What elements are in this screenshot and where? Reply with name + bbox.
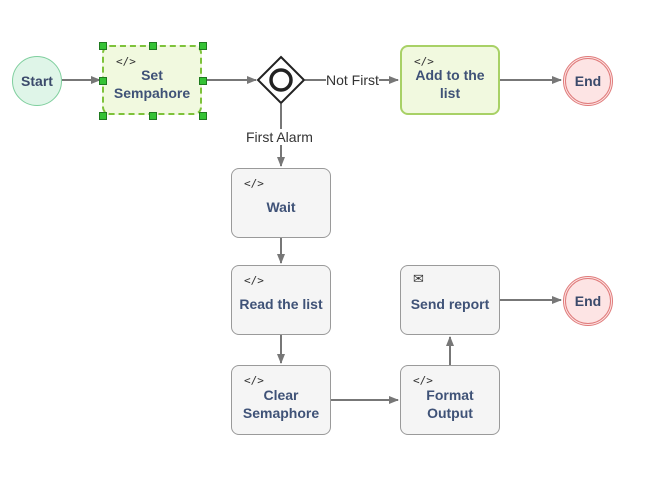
- task-set-semaphore[interactable]: </> Set Sempahore: [102, 45, 202, 115]
- task-read-list[interactable]: </> Read the list: [231, 265, 331, 335]
- script-icon: </>: [414, 55, 434, 68]
- resize-handle-top[interactable]: [149, 42, 157, 50]
- resize-handle-bottom-right[interactable]: [199, 112, 207, 120]
- resize-handle-left[interactable]: [99, 77, 107, 85]
- start-event[interactable]: Start: [12, 56, 62, 106]
- task-wait-label: Wait: [266, 199, 296, 215]
- resize-handle-top-left[interactable]: [99, 42, 107, 50]
- edge-label-not-first: Not First: [326, 72, 379, 88]
- script-icon: </>: [244, 274, 264, 287]
- script-icon: </>: [116, 55, 136, 68]
- task-format-output[interactable]: </> Format Output: [400, 365, 500, 435]
- task-add-to-list[interactable]: </> Add to the list: [400, 45, 500, 115]
- script-icon: </>: [244, 177, 264, 190]
- end-event-bottom[interactable]: End: [563, 276, 613, 326]
- task-send-report[interactable]: ✉ Send report: [400, 265, 500, 335]
- resize-handle-bottom-left[interactable]: [99, 112, 107, 120]
- end-event-bottom-label: End: [574, 293, 602, 309]
- resize-handle-right[interactable]: [199, 77, 207, 85]
- task-add-to-list-label: Add to the list: [415, 67, 485, 101]
- script-icon: </>: [413, 374, 433, 387]
- end-event-top-label: End: [574, 73, 602, 89]
- task-read-list-label: Read the list: [239, 296, 323, 312]
- edge-label-first-alarm: First Alarm: [246, 129, 313, 145]
- envelope-icon: ✉: [413, 272, 424, 287]
- resize-handle-top-right[interactable]: [199, 42, 207, 50]
- event-based-gateway-icon[interactable]: [256, 55, 306, 105]
- script-icon: </>: [244, 374, 264, 387]
- resize-handle-bottom[interactable]: [149, 112, 157, 120]
- start-event-label: Start: [21, 73, 53, 89]
- task-set-semaphore-label: Set Sempahore: [113, 67, 191, 101]
- task-clear-semaphore-label: Clear Semaphore: [242, 387, 320, 421]
- task-clear-semaphore[interactable]: </> Clear Semaphore: [231, 365, 331, 435]
- task-send-report-label: Send report: [410, 296, 490, 312]
- task-wait[interactable]: </> Wait: [231, 168, 331, 238]
- task-format-output-label: Format Output: [426, 387, 474, 421]
- end-event-top[interactable]: End: [563, 56, 613, 106]
